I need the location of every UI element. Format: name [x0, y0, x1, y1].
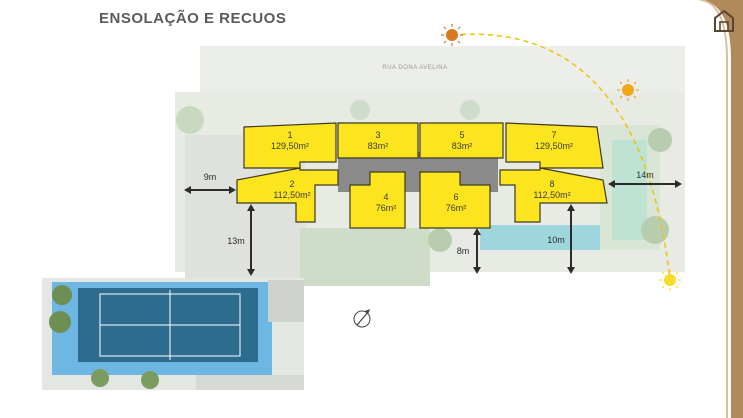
building: 1 129,50m² 2 112,50m² 3 83m² 4 76m² 5 83… — [236, 122, 608, 229]
sun-icon — [617, 79, 639, 101]
setback-14m: 14m — [608, 170, 682, 188]
sun-path — [441, 24, 681, 291]
unit-number: 1 — [287, 130, 292, 140]
setback-label: 13m — [227, 236, 245, 246]
page-title: ENSOLAÇÃO E RECUOS — [99, 10, 287, 27]
sun-icon — [441, 24, 463, 46]
unit-7[interactable]: 7 129,50m² — [505, 122, 604, 169]
unit-area: 129,50m² — [271, 141, 309, 151]
unit-1[interactable]: 1 129,50m² — [243, 122, 337, 169]
unit-number: 4 — [383, 192, 388, 202]
unit-area: 76m² — [376, 203, 397, 213]
unit-area: 112,50m² — [273, 190, 310, 200]
unit-2[interactable]: 2 112,50m² — [236, 167, 339, 223]
unit-8[interactable]: 8 112,50m² — [499, 167, 608, 223]
setback-label: 10m — [547, 235, 565, 245]
decorative-frame — [697, 0, 743, 418]
unit-number: 3 — [375, 130, 380, 140]
sun-icon — [659, 269, 681, 291]
setback-9m: 9m — [184, 172, 236, 194]
home-icon — [714, 9, 734, 32]
unit-area: 112,50m² — [533, 190, 570, 200]
compass-icon — [353, 309, 371, 328]
unit-area: 76m² — [446, 203, 467, 213]
setback-13m: 13m — [227, 204, 255, 276]
unit-6[interactable]: 6 76m² — [419, 171, 491, 229]
unit-area: 129,50m² — [535, 141, 573, 151]
unit-number: 2 — [289, 179, 294, 189]
setback-8m: 8m — [457, 228, 481, 274]
unit-area: 83m² — [368, 141, 389, 151]
unit-number: 5 — [459, 130, 464, 140]
tennis-court-area — [42, 278, 304, 390]
unit-area: 83m² — [452, 141, 473, 151]
unit-number: 6 — [453, 192, 458, 202]
unit-4[interactable]: 4 76m² — [349, 171, 406, 229]
street-name: RUA DONA AVELINA — [382, 65, 447, 71]
unit-3[interactable]: 3 83m² — [337, 122, 419, 159]
unit-number: 7 — [551, 130, 556, 140]
setback-label: 9m — [204, 172, 217, 182]
setback-label: 8m — [457, 246, 470, 256]
unit-number: 8 — [549, 179, 554, 189]
setback-10m: 10m — [547, 204, 575, 274]
home-button[interactable] — [712, 8, 736, 34]
unit-5[interactable]: 5 83m² — [419, 122, 504, 159]
setback-label: 14m — [636, 170, 654, 180]
